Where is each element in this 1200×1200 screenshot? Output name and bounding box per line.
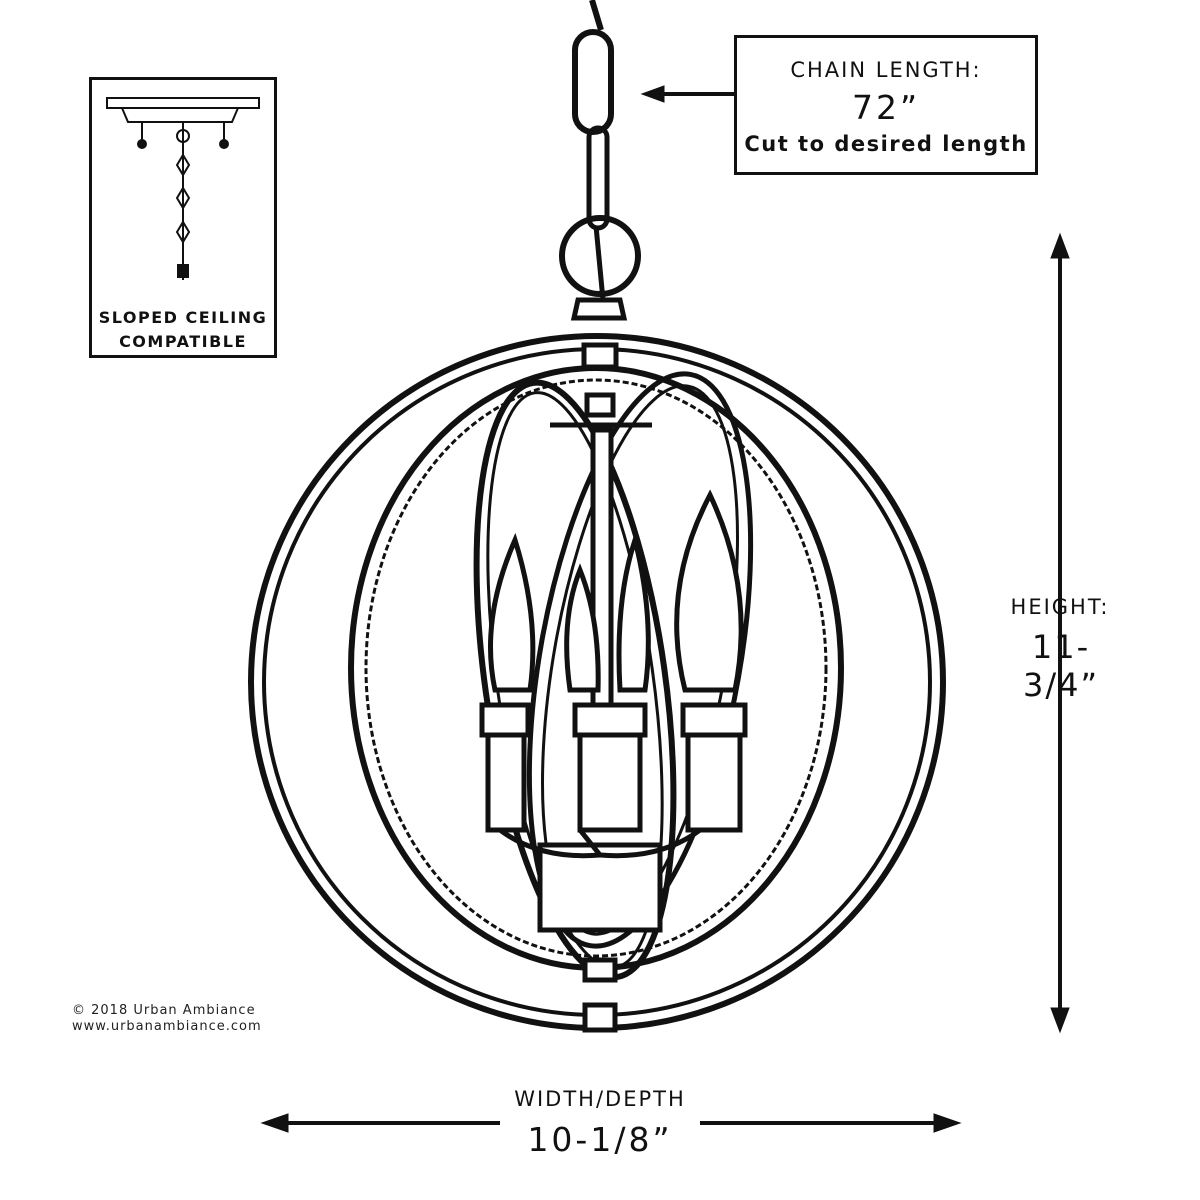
chain-length-note: Cut to desired length (744, 132, 1028, 156)
height-title: HEIGHT: (1010, 595, 1110, 619)
candle-center (564, 531, 651, 833)
chain-length-title: CHAIN LENGTH: (790, 58, 982, 82)
height-dimension-arrow (1050, 232, 1070, 1034)
sloped-ceiling-label: SLOPED CEILING COMPATIBLE (92, 306, 274, 354)
width-dimension-arrow (260, 1113, 962, 1133)
sloped-ceiling-label-line2: COMPATIBLE (119, 332, 247, 351)
chain-length-value: 72” (851, 88, 921, 127)
height-value: 11-3/4” (1022, 628, 1100, 704)
sloped-ceiling-icon (106, 97, 260, 280)
sloped-ceiling-label-line1: SLOPED CEILING (98, 308, 268, 327)
chain-pointer-arrow (640, 85, 734, 103)
website-text: www.urbanambiance.com (72, 1019, 262, 1034)
candle-arms (498, 827, 702, 859)
candle-left (479, 532, 536, 833)
sloped-ceiling-inset: SLOPED CEILING COMPATIBLE (89, 77, 277, 358)
chain-length-callout: CHAIN LENGTH: 72” Cut to desired length (734, 35, 1038, 175)
copyright-notice: © 2018 Urban Ambiance www.urbanambiance.… (72, 1003, 262, 1035)
candle-right (674, 489, 748, 833)
chain (559, 0, 641, 301)
copyright-text: © 2018 Urban Ambiance (72, 1003, 256, 1018)
width-value: 10-1/8” (527, 1120, 673, 1159)
width-title: WIDTH/DEPTH (514, 1087, 686, 1111)
